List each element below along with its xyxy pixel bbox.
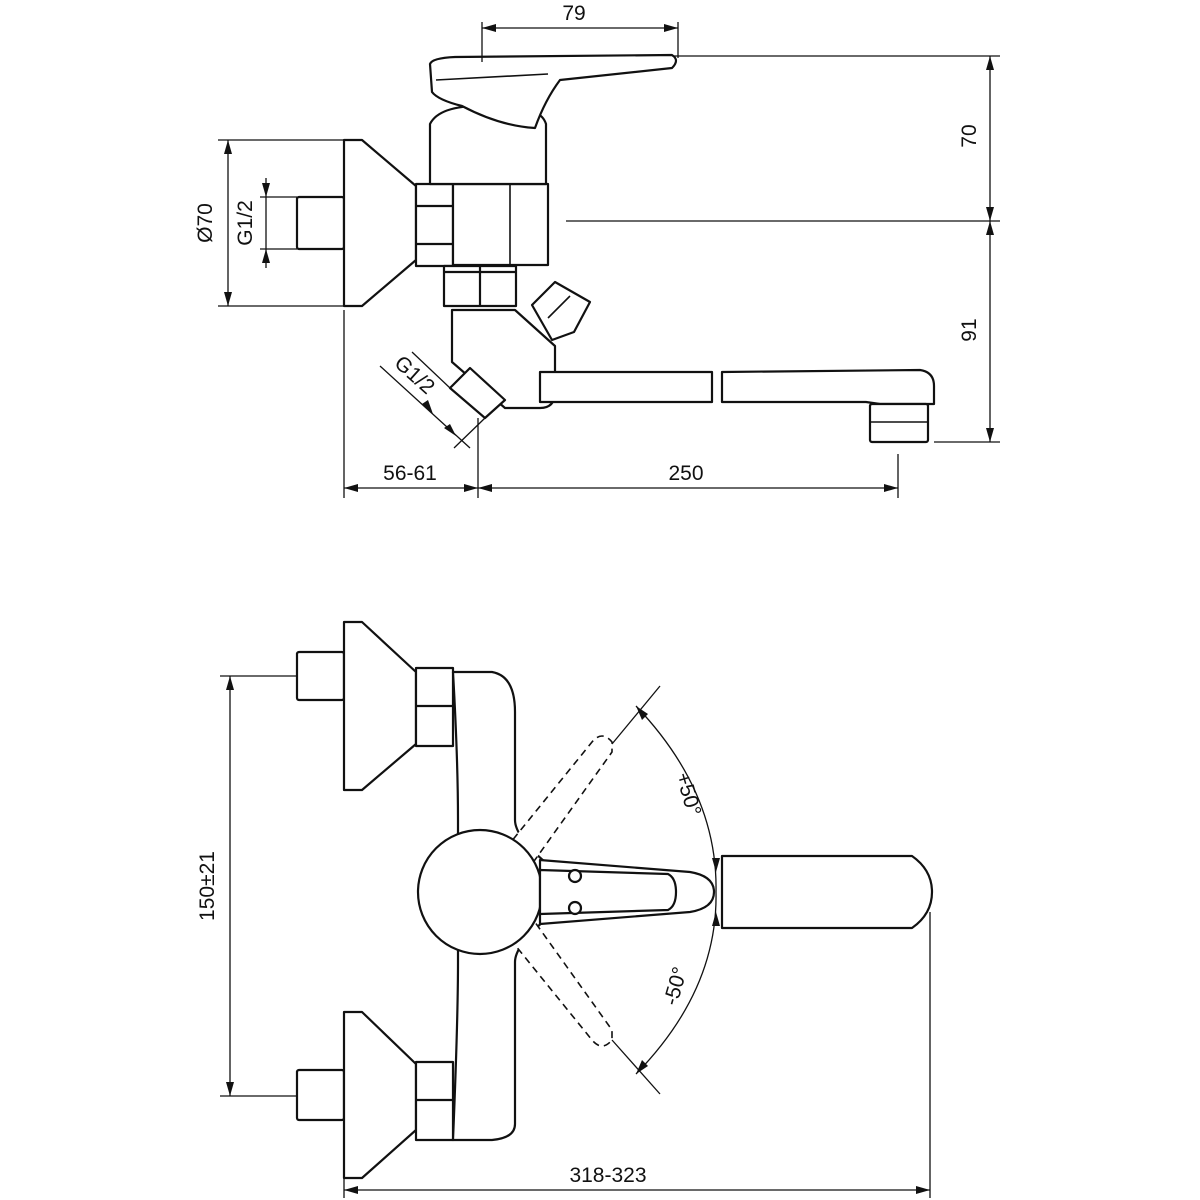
upper-rosette xyxy=(342,620,418,792)
upper-inlet-connector xyxy=(295,650,346,702)
aerator xyxy=(868,402,930,444)
mixer-body xyxy=(451,182,550,267)
cartridge-cap xyxy=(416,828,544,956)
dim-outlet-thread: G1/2 xyxy=(390,351,439,399)
dim-spout-height: 91 xyxy=(958,318,981,341)
dim-inlet-spacing: 150±21 xyxy=(196,851,219,921)
upper-hex-nut xyxy=(414,666,455,748)
outlet-connector xyxy=(448,366,507,420)
diverter-knob xyxy=(530,280,592,342)
dim-lever-height: 70 xyxy=(958,124,981,147)
top-view: +50° -50° 150±21 318-323 xyxy=(196,620,934,1198)
wall-rosette xyxy=(342,138,418,308)
lever xyxy=(428,53,678,130)
angle-plus50-label: +50° xyxy=(671,770,705,819)
lower-nut xyxy=(442,264,518,308)
lower-hex-nut xyxy=(414,1060,455,1142)
spout xyxy=(538,370,714,404)
lower-rosette xyxy=(342,1010,418,1180)
spout-top xyxy=(720,854,934,930)
inlet-connector xyxy=(295,195,346,251)
angle-arc xyxy=(635,705,717,1075)
lower-inlet-connector xyxy=(295,1068,346,1122)
dim-spout-reach: 250 xyxy=(668,462,703,485)
side-view: 79 70 91 Ø70 G1/2 G1/2 xyxy=(194,2,1000,498)
dim-inlet-thread: G1/2 xyxy=(234,200,257,246)
lever-position-minus50 xyxy=(496,902,613,1047)
lever-position-plus50 xyxy=(496,735,613,880)
dim-wall-offset: 56-61 xyxy=(383,462,437,485)
dim-lever-reach: 79 xyxy=(562,2,585,25)
angle-minus50-label: -50° xyxy=(659,964,692,1008)
dim-rosette-diameter: Ø70 xyxy=(194,203,217,243)
dim-overall-length: 318-323 xyxy=(569,1164,646,1187)
hex-nut xyxy=(414,182,455,268)
